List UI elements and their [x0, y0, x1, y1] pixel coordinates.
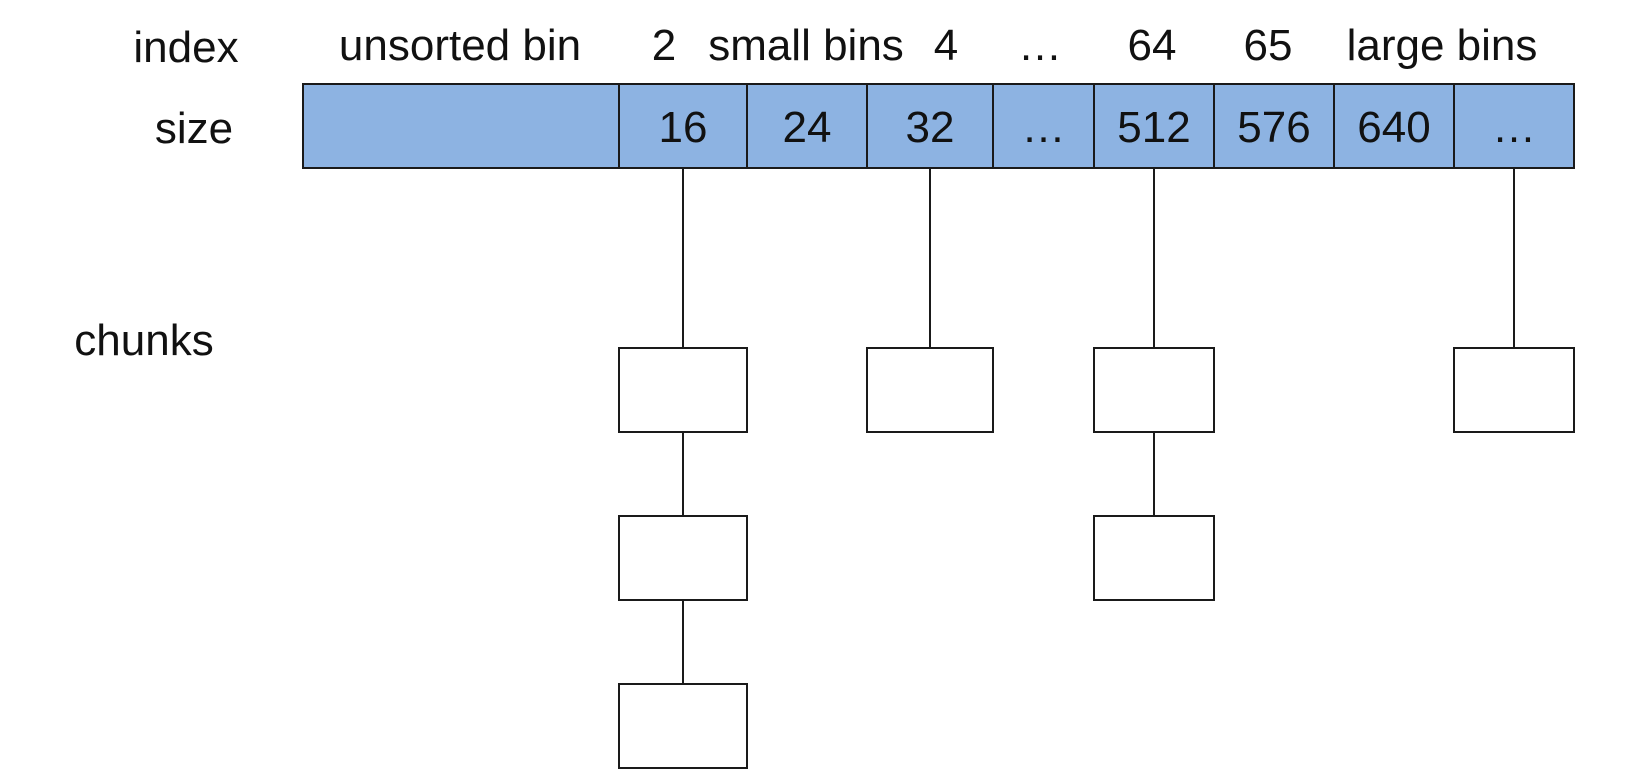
chunk-box [1093, 515, 1215, 601]
chunk-list-5 [1093, 168, 1215, 601]
index-label-small-bins: small bins [708, 21, 904, 70]
index-label-ellipsis: … [1018, 21, 1062, 70]
bin-size-label: 640 [1357, 103, 1430, 152]
chunk-list-1 [618, 168, 748, 769]
row-label-chunks: chunks [74, 316, 213, 365]
bin-cell-2 [746, 83, 868, 169]
bin-cell-6 [1213, 83, 1335, 169]
bin-cell-unsorted [302, 83, 620, 169]
chunk-box [618, 515, 748, 601]
bin-cell-7 [1333, 83, 1455, 169]
bin-size-label: 32 [906, 103, 955, 152]
chunk-lists [618, 168, 1575, 769]
chunk-box [1453, 347, 1575, 433]
bin-size-label: 576 [1237, 103, 1310, 152]
chunk-box [618, 347, 748, 433]
chunk-list-3 [866, 168, 994, 433]
chunk-list-8 [1453, 168, 1575, 433]
index-label-2: 2 [652, 21, 676, 70]
row-label-index: index [133, 23, 238, 72]
bin-cell-3 [866, 83, 994, 169]
index-label-65: 65 [1244, 21, 1293, 70]
row-label-size: size [155, 104, 233, 153]
bin-size-label: … [1492, 103, 1536, 152]
chunk-box [866, 347, 994, 433]
chunk-box [618, 683, 748, 769]
bin-size-label: … [1022, 103, 1066, 152]
bin-cell-8 [1453, 83, 1575, 169]
bins-array: 16 24 32 … 512 576 640 … [302, 83, 1575, 169]
bin-size-label: 24 [783, 103, 832, 152]
index-label-large-bins: large bins [1347, 21, 1538, 70]
chunk-box [1093, 347, 1215, 433]
bin-size-label: 512 [1117, 103, 1190, 152]
bin-size-label: 16 [659, 103, 708, 152]
bin-cell-1 [618, 83, 748, 169]
index-label-4: 4 [934, 21, 958, 70]
index-label-64: 64 [1128, 21, 1177, 70]
index-label-unsorted-bin: unsorted bin [339, 21, 581, 70]
